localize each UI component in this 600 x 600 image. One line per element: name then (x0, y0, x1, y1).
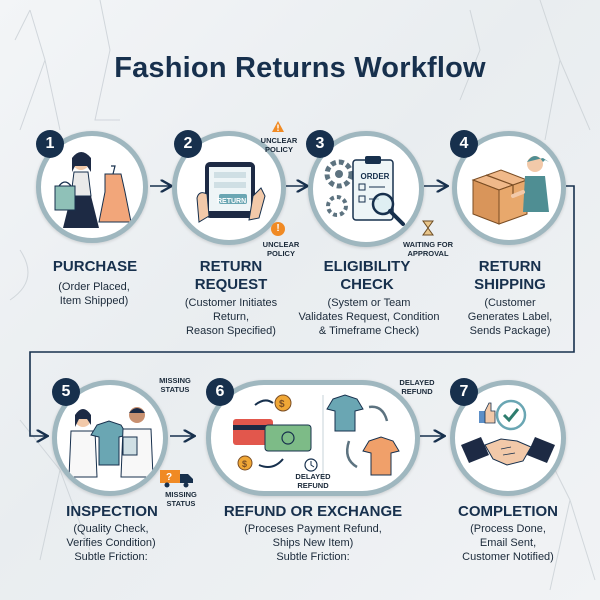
arrow-4-5 (29, 185, 575, 436)
step-4-heading: RETURN SHIPPING (474, 258, 546, 293)
step-2-heading: RETURN REQUEST (194, 258, 268, 293)
note-missing-status-bottom: MISSING STATUS (165, 490, 197, 508)
shopper-with-bags-icon (54, 152, 132, 228)
alert-icon: ! (271, 222, 285, 236)
hourglass-icon (422, 220, 434, 236)
step-4-illustration (452, 131, 566, 245)
step-number-6: 6 (206, 378, 234, 406)
step-6-description: (Proceses Payment Refund, Ships New Item… (244, 523, 382, 563)
note-waiting-for-approval: WAITING FOR APPROVAL (403, 240, 453, 258)
step-7-heading: COMPLETION (458, 503, 558, 520)
step-2-description: (Customer Initiates Return, Reason Speci… (184, 297, 278, 337)
note-delayed-refund-bottom: DELAYED REFUND (295, 472, 331, 490)
svg-text:$: $ (242, 459, 247, 469)
step-number-3: 3 (306, 130, 334, 158)
step-7-description: (Process Done, Email Sent, Customer Noti… (462, 523, 554, 563)
refund-exchange-icon: $ $ (233, 394, 400, 481)
page-title: Fashion Returns Workflow (114, 52, 486, 84)
warning-icon (272, 120, 284, 132)
tablet-return-icon (196, 162, 266, 223)
step-number-5: 5 (52, 378, 80, 406)
note-delayed-refund-top: DELAYED REFUND (399, 378, 435, 396)
clipboard-order-label: ORDER (360, 172, 390, 181)
svg-text:$: $ (279, 399, 285, 410)
step-number-2: 2 (174, 130, 202, 158)
svg-text:?: ? (166, 472, 172, 483)
inspectors-with-shirt-icon (68, 407, 154, 478)
handshake-check-icon (461, 399, 555, 466)
step-6-heading: REFUND OR EXCHANGE (223, 503, 403, 520)
step-3-heading: ELIGIBILITY CHECK (323, 258, 411, 293)
note-unclear-policy-top: UNCLEAR POLICY (260, 136, 298, 154)
step-4-description: (Customer Generates Label, Sends Package… (467, 297, 553, 337)
tablet-return-label: RETURN (217, 198, 247, 205)
step-number-1: 1 (36, 130, 64, 158)
step-3-description: (System or Team Validates Request, Condi… (298, 297, 440, 337)
step-number-7: 7 (450, 378, 478, 406)
note-missing-status-top: MISSING STATUS (159, 376, 191, 394)
step-number-4: 4 (450, 130, 478, 158)
delivery-box-icon (471, 156, 549, 225)
step-1-description: (Order Placed, Item Shipped) (58, 281, 130, 307)
delivery-truck-question-icon: ? (160, 466, 194, 488)
step-3-illustration: ORDER (308, 131, 424, 247)
step-5-heading: INSPECTION (66, 503, 158, 520)
step-1-heading: PURCHASE (52, 258, 138, 275)
step-5-description: (Quality Check, Verifies Condition) Subt… (66, 523, 156, 563)
note-unclear-policy-bottom: UNCLEAR POLICY (262, 240, 300, 258)
order-clipboard-gears-icon (324, 156, 405, 226)
step-6-illustration: $ $ (206, 380, 420, 496)
